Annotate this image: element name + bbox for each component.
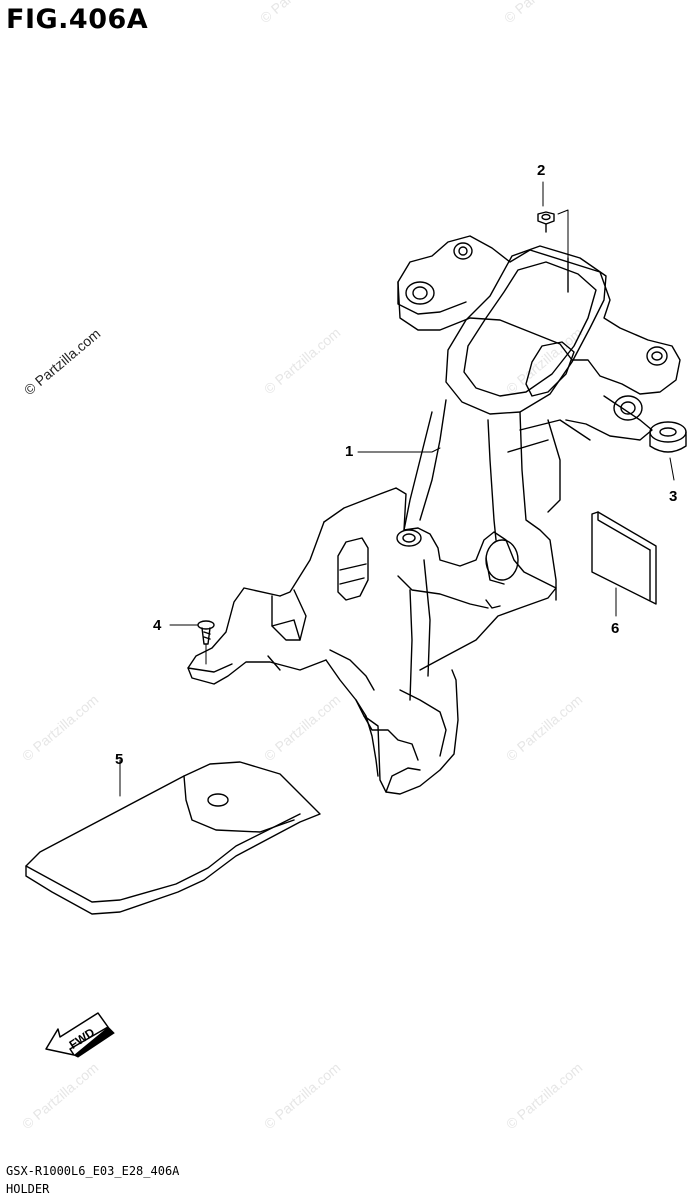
holder-part xyxy=(187,235,681,795)
group-name: HOLDER xyxy=(6,1182,50,1196)
forward-arrow-icon: FWD xyxy=(45,1012,115,1058)
label-part xyxy=(591,511,657,617)
callout-5: 5 xyxy=(115,751,124,768)
callout-4: 4 xyxy=(153,617,162,634)
figure-title: FIG.406A xyxy=(6,4,149,35)
callout-2: 2 xyxy=(537,162,546,179)
screw-part xyxy=(169,620,215,665)
callout-6: 6 xyxy=(611,620,620,637)
grommet-part xyxy=(649,421,687,481)
bolt-part xyxy=(537,181,569,293)
callout-3: 3 xyxy=(669,488,678,505)
pad-part xyxy=(25,759,321,915)
model-code: GSX-R1000L6_E03_E28_406A xyxy=(6,1164,180,1178)
callout-1: 1 xyxy=(345,443,354,460)
leader-line-1 xyxy=(357,447,441,453)
